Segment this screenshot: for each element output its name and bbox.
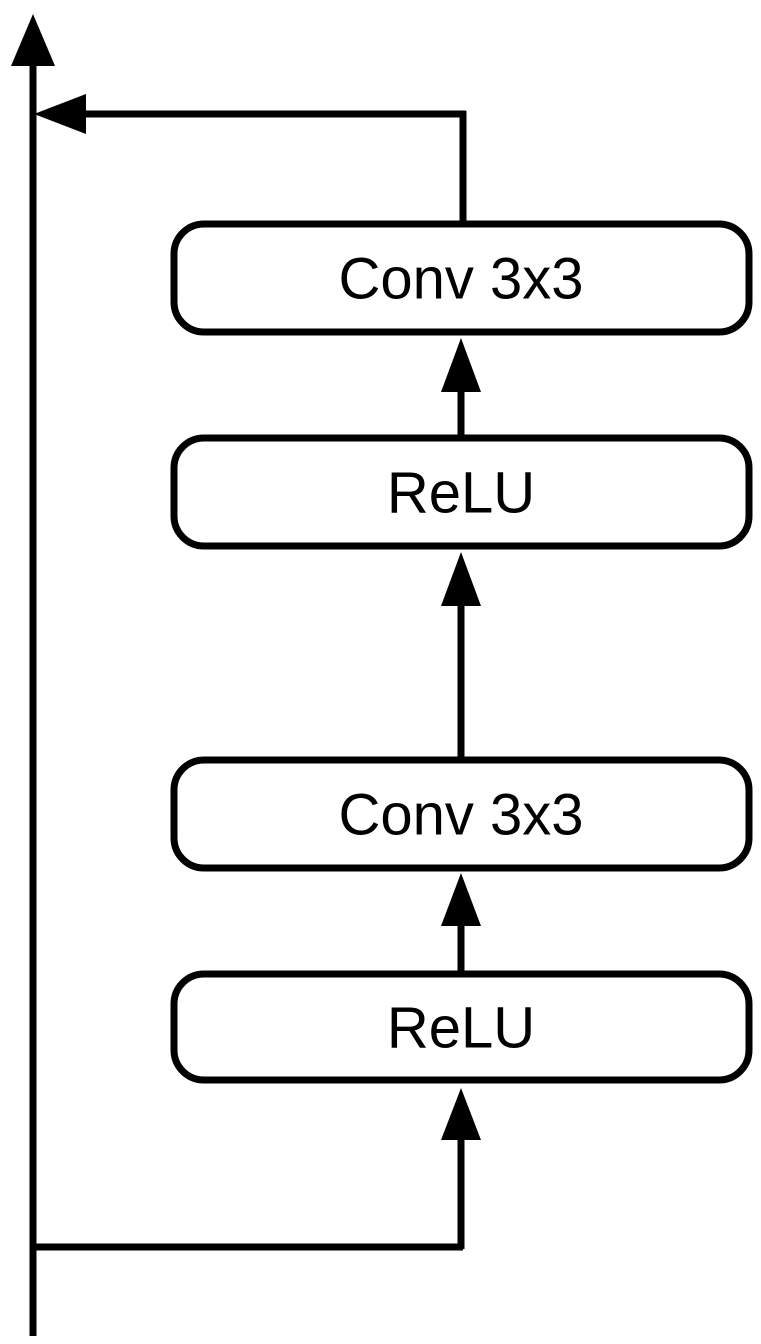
merge-arrowhead: [34, 94, 86, 134]
relu-block-upper: ReLU: [170, 434, 753, 550]
relu-label-upper: ReLU: [387, 461, 535, 526]
arrowhead-conv-to-relu: [441, 552, 481, 606]
branch-in-arrowhead: [441, 1088, 481, 1140]
arrowhead-relu-to-conv-upper: [441, 338, 481, 392]
relu-block-bottom: ReLU: [170, 970, 753, 1084]
conv-label-lower: Conv 3x3: [338, 783, 583, 848]
conv-label-upper: Conv 3x3: [338, 247, 583, 312]
arrowhead-relu-to-conv-lower: [441, 873, 481, 926]
conv-block-upper: Conv 3x3: [170, 220, 753, 336]
output-arrowhead: [11, 14, 55, 66]
relu-label-bottom: ReLU: [387, 996, 535, 1061]
conv-block-lower: Conv 3x3: [170, 756, 753, 872]
